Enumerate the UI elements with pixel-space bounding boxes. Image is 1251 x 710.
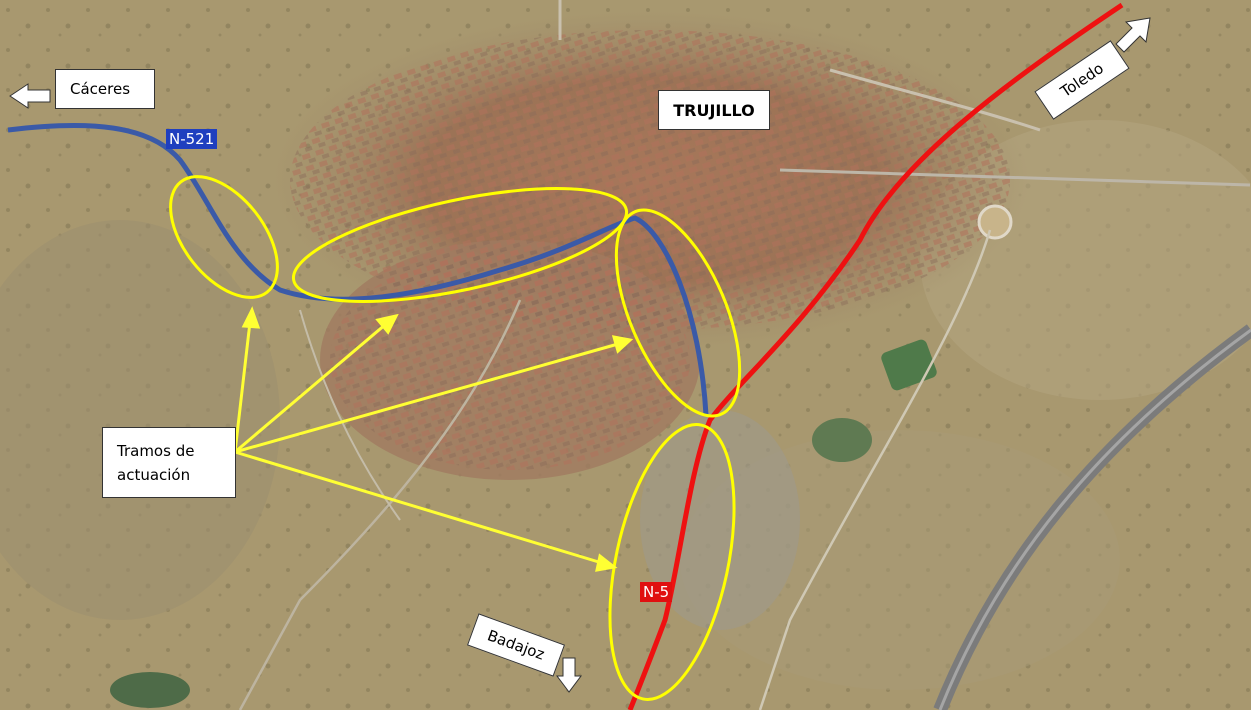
label-tramos-line1: Tramos de xyxy=(117,441,195,460)
bullring xyxy=(977,204,1013,240)
minor-road xyxy=(758,229,992,710)
label-tramos-line2: actuación xyxy=(117,465,191,484)
pond xyxy=(812,418,872,462)
minor-road xyxy=(238,299,522,710)
pointer-arrow xyxy=(234,322,387,454)
highlight-ellipse xyxy=(169,175,279,299)
highlight-ellipse xyxy=(614,208,742,418)
label-caceres-text: Cáceres xyxy=(70,80,131,98)
arrow-head xyxy=(241,306,261,329)
dry-field xyxy=(0,220,280,620)
pond xyxy=(110,672,190,708)
road-n521 xyxy=(7,122,709,416)
pointer-arrow xyxy=(233,321,252,453)
label-trujillo-text: TRUJILLO xyxy=(673,100,755,120)
highlight-ellipse xyxy=(291,187,629,303)
road-badge-n5: N-5 xyxy=(640,582,673,602)
road-badge-n521: N-521 xyxy=(166,129,218,149)
label-tramos: Tramos de actuación xyxy=(102,427,236,498)
arrow-head xyxy=(595,553,618,572)
industrial-area xyxy=(640,410,800,630)
arrow-left-icon xyxy=(9,83,51,109)
label-trujillo: TRUJILLO xyxy=(658,90,770,130)
pointer-arrow xyxy=(234,450,603,565)
pointer-arrow xyxy=(234,342,619,454)
minor-road xyxy=(299,309,401,521)
minor-road xyxy=(779,168,1251,187)
highlight-ellipse xyxy=(608,423,736,701)
motorway xyxy=(938,328,1251,710)
urban-roofs xyxy=(330,250,690,470)
arrow-head xyxy=(375,313,399,335)
arrow-down-icon xyxy=(556,657,582,693)
minor-road xyxy=(829,68,1041,132)
arrow-up-right-icon xyxy=(1115,17,1151,53)
label-caceres: Cáceres xyxy=(55,69,155,109)
arrow-head xyxy=(611,335,634,354)
